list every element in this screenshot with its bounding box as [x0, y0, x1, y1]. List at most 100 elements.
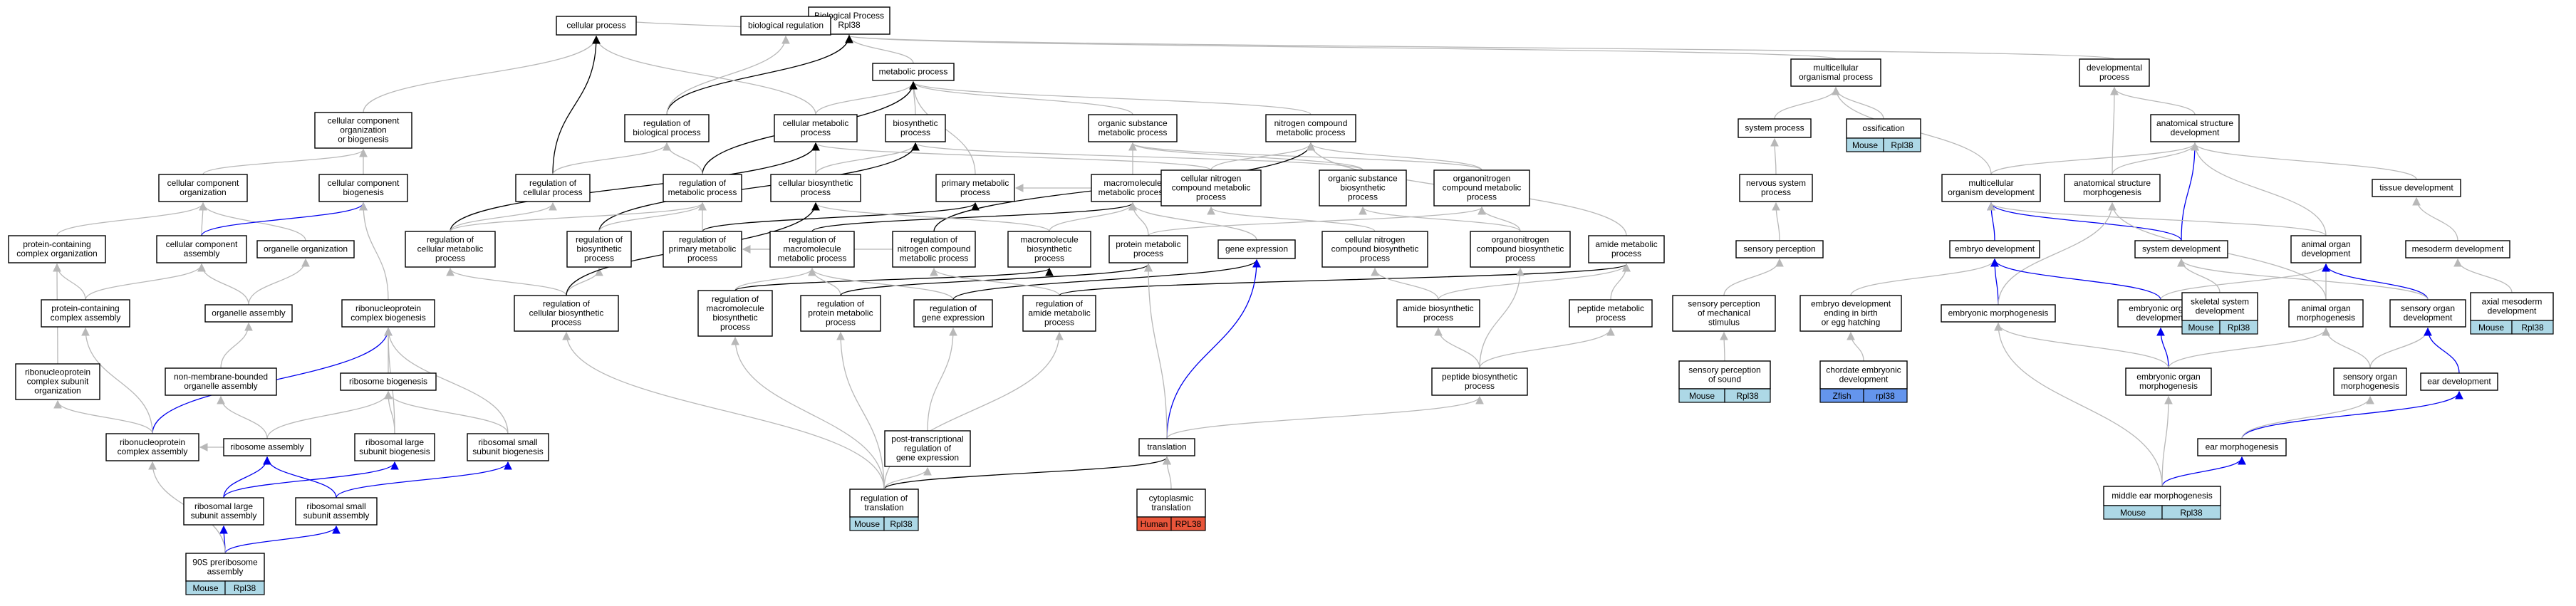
- go-term-embryonic-morphogenesis[interactable]: embryonic morphogenesis: [1941, 304, 2056, 323]
- go-term-translation[interactable]: translation: [1138, 438, 1195, 456]
- go-term-biological-regulation[interactable]: biological regulation: [740, 16, 831, 36]
- go-term-ribosome-assembly[interactable]: ribosome assembly: [223, 438, 311, 456]
- go-term-metabolic-process[interactable]: metabolic process: [872, 63, 955, 81]
- node-label-line: subunit assembly: [191, 511, 257, 521]
- go-term-ear-development[interactable]: ear development: [2420, 372, 2498, 391]
- go-term-reg-macromolecule-biosynthetic[interactable]: regulation ofmacromoleculebiosyntheticpr…: [697, 290, 773, 337]
- go-term-system-process[interactable]: system process: [1738, 118, 1812, 138]
- go-term-system-development[interactable]: system development: [2134, 240, 2228, 258]
- node-label-line: process: [435, 254, 465, 263]
- go-term-gene-expression[interactable]: gene expression: [1217, 239, 1296, 259]
- go-term-organelle-assembly[interactable]: organelle assembly: [204, 304, 293, 323]
- node-label-line: of mechanical: [1698, 308, 1750, 318]
- go-term-organelle-organization[interactable]: organelle organization: [256, 240, 355, 258]
- go-term-ribosome-biogenesis[interactable]: ribosome biogenesis: [340, 372, 437, 391]
- node-label-line: regulation of: [712, 294, 759, 304]
- go-term-embryo-development[interactable]: embryo development: [1949, 240, 2040, 258]
- node-label-line: assembly: [207, 567, 244, 577]
- go-term-cellular-process[interactable]: cellular process: [556, 16, 637, 36]
- edge-sensory_organ_development-to-animal_organ_development: [2322, 263, 2429, 301]
- go-term-mesoderm-development[interactable]: mesoderm development: [2405, 240, 2510, 258]
- node-label-line: sensory perception: [1743, 244, 1815, 254]
- go-term-sensory-perception[interactable]: sensory perception: [1735, 240, 1824, 258]
- node-label-line: ribosome assembly: [230, 442, 303, 452]
- node-label-line: animal organ: [2301, 239, 2350, 249]
- edge-reg_cellular_metabolic-to-reg_metabolic_process: [450, 202, 707, 232]
- go-term-ear-morphogenesis[interactable]: ear morphogenesis: [2197, 438, 2287, 456]
- go-term-tissue-development[interactable]: tissue development: [2372, 179, 2461, 197]
- edge-animal_organ_development-to-multicellular_organism_development: [1987, 202, 2327, 236]
- edge-protein_containing_complex_assembly-to-cc_assembly: [85, 263, 206, 301]
- edge-reg_macromolecule_metabolic-to-macromolecule_metabolic: [811, 202, 1137, 232]
